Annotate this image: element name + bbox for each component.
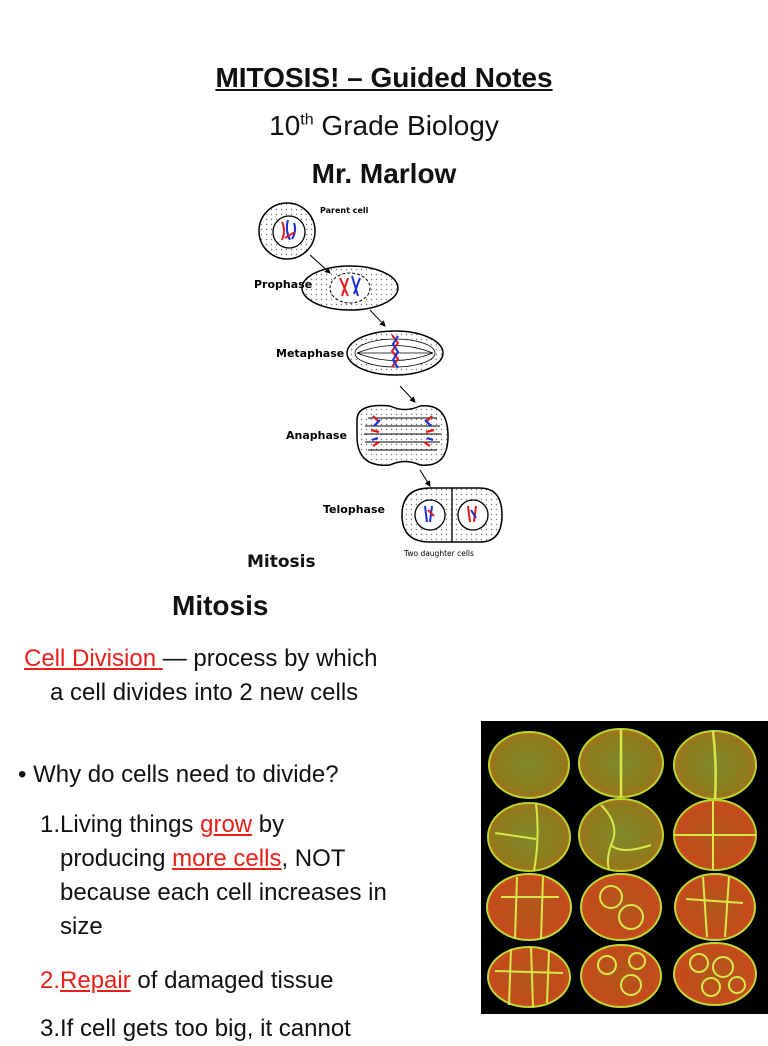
anaphase-label: Anaphase (286, 429, 347, 442)
grade-suffix: th (300, 111, 314, 129)
metaphase-label: Metaphase (276, 347, 344, 360)
grade-rest: Grade Biology (313, 110, 499, 141)
term-repair: Repair (60, 967, 131, 994)
metaphase-cell (346, 330, 444, 376)
parent-cell-label: Parent cell (320, 206, 369, 215)
parent-cell (258, 202, 316, 260)
section-heading: Mitosis (172, 590, 269, 621)
diagram-caption: Mitosis (247, 552, 316, 572)
reason-1-line-4: size (60, 913, 103, 940)
embryo-grid-image (486, 728, 757, 1008)
prophase-cell (301, 265, 399, 311)
telophase-cells (401, 487, 503, 543)
term-grow: grow (200, 811, 253, 838)
definition-text: — process by which (162, 645, 378, 672)
embryo-cleavage-photo (481, 721, 768, 1014)
reason-1-line-3: because each cell increases in (60, 879, 387, 906)
grade-number: 10 (269, 110, 301, 141)
definition-line-1: Cell Division — process by which (24, 642, 377, 676)
anaphase-cell (356, 404, 449, 466)
question-bullet: • Why do cells need to divide? (18, 761, 339, 788)
term-more-cells: more cells (172, 845, 282, 872)
course-subtitle: 10th Grade Biology (0, 110, 768, 142)
reason-1-line-2: producing more cells, NOT (60, 845, 346, 872)
daughter-cells-label: Two daughter cells (403, 549, 474, 558)
reason-3: 3.If cell gets too big, it cannot (40, 1015, 351, 1042)
mitosis-diagram: Parent cell Prophase Metaphase Anaphase (254, 202, 503, 558)
reason-1-continuation: producing more cells, NOT because each c… (60, 842, 440, 944)
prophase-label: Prophase (254, 278, 312, 291)
reason-2: 2.Repair of damaged tissue (40, 967, 334, 994)
reason-2-number: 2. (40, 967, 61, 994)
definition-line-2: a cell divides into 2 new cells (50, 679, 359, 706)
definition-term: Cell Division (24, 645, 163, 672)
telophase-label: Telophase (323, 503, 385, 516)
page-title: MITOSIS! – Guided Notes (215, 62, 553, 93)
teacher-name: Mr. Marlow (311, 158, 457, 189)
reason-1-line-1: 1.Living things grow by (40, 811, 285, 838)
